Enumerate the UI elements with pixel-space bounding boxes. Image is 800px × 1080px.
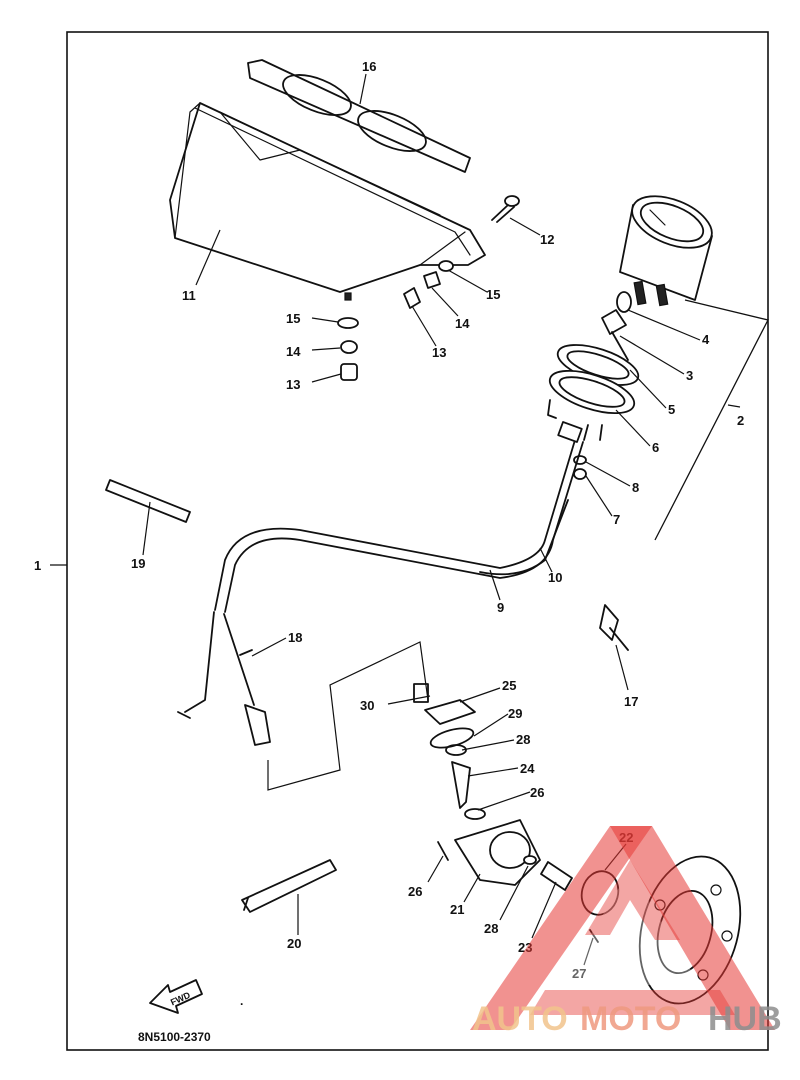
callout-16: 16 [362, 59, 376, 74]
callout-29: 29 [508, 706, 522, 721]
callout-21: 21 [450, 902, 464, 917]
callout-17: 17 [624, 694, 638, 709]
callout-4: 4 [702, 332, 710, 347]
leader-lines [142, 73, 701, 966]
callout-20: 20 [287, 936, 301, 951]
bracket-item-2 [654, 299, 769, 541]
tool-key [241, 859, 337, 913]
callout-9: 9 [497, 600, 504, 615]
callout-labels: 1 2 3 4 5 6 7 8 9 10 11 12 13 13 14 14 1… [34, 59, 744, 981]
callout-28-bottom: 28 [484, 921, 498, 936]
meter-cable [177, 421, 584, 746]
callout-27: 27 [572, 966, 586, 981]
cable-clamp [105, 479, 191, 523]
callout-13-left: 13 [286, 377, 300, 392]
callout-3: 3 [686, 368, 693, 383]
gear-connector-line [267, 641, 429, 791]
callout-25: 25 [502, 678, 516, 693]
bracket [599, 604, 629, 651]
watermark-hub: HUB [708, 1000, 782, 1038]
watermark-auto: AUTO [472, 1000, 568, 1038]
callout-18: 18 [288, 630, 302, 645]
document-code: 8N5100-2370 [138, 1030, 211, 1044]
nut-stack-right [403, 260, 454, 309]
callout-15-right: 15 [486, 287, 500, 302]
callout-8: 8 [632, 480, 639, 495]
callout-11: 11 [182, 288, 196, 303]
callout-10: 10 [548, 570, 562, 585]
callout-12: 12 [540, 232, 554, 247]
callout-14-right: 14 [455, 316, 470, 331]
callout-1: 1 [34, 558, 41, 573]
meter-assembly [619, 195, 713, 307]
forward-direction-arrow: FWD [149, 979, 203, 1014]
callout-7: 7 [613, 512, 620, 527]
bulb-socket [601, 291, 632, 361]
callout-19: 19 [131, 556, 145, 571]
damper-rings [547, 344, 640, 441]
callout-26-bottom: 26 [408, 884, 422, 899]
mounting-bolt [491, 195, 520, 223]
callout-5: 5 [668, 402, 675, 417]
callout-24: 24 [520, 761, 535, 776]
callout-6: 6 [652, 440, 659, 455]
nut-stack-left [337, 317, 359, 381]
callout-26-top: 26 [530, 785, 544, 800]
diagram-frame [66, 31, 769, 1051]
housing-gasket [247, 59, 471, 173]
callout-28-top: 28 [516, 732, 530, 747]
callout-15-left: 15 [286, 311, 300, 326]
callout-2: 2 [737, 413, 744, 428]
watermark-logo: AUTO MOTO HUB [470, 826, 782, 1038]
svg-text:·: · [240, 997, 244, 1011]
callout-14-left: 14 [286, 344, 301, 359]
callout-30: 30 [360, 698, 374, 713]
watermark-moto: MOTO [580, 1000, 681, 1038]
callout-13-right: 13 [432, 345, 446, 360]
meter-housing [169, 102, 486, 301]
